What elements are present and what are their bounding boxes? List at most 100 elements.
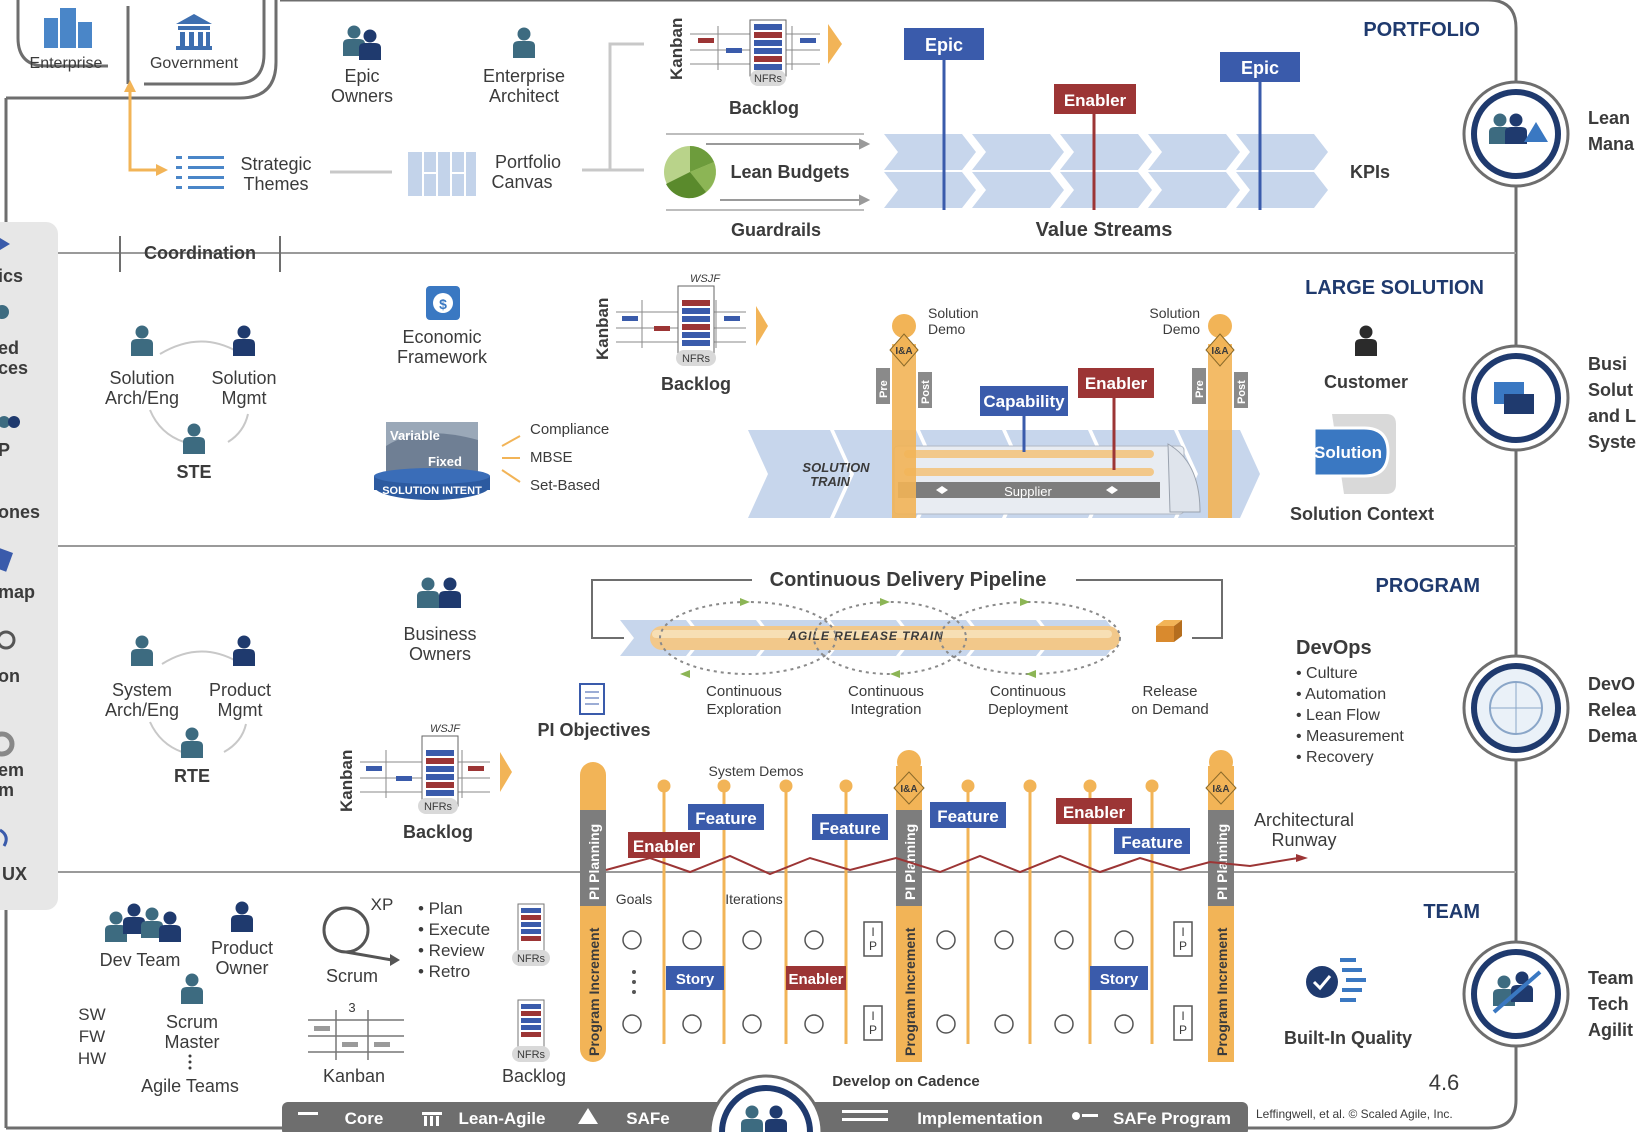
devops-items: • Culture• Automation• Lean Flow• Measur… (1296, 665, 1404, 766)
portfolio-nfrs-label: NFRs (754, 73, 783, 85)
version-label: 4.6 (1429, 1070, 1460, 1095)
solution-demo-pillar-2 (1192, 314, 1248, 518)
strategic-themes-icon (176, 156, 224, 189)
story-tag-2: Story (1100, 971, 1139, 988)
level-title-program: PROGRAM (1376, 575, 1480, 597)
scrum-master-icon (181, 973, 203, 1004)
team-kanban-label: Kanban (323, 1066, 385, 1086)
sw-label: SW (78, 1005, 105, 1024)
product-owner-icon (231, 901, 253, 932)
lean-budget-arrows (706, 138, 871, 206)
copyright-label: Leffingwell, et al. © Scaled Agile, Inc. (1256, 1107, 1453, 1121)
left-panel-text-3: ces (0, 358, 28, 378)
kpis-label: KPIs (1350, 162, 1390, 182)
solution-demo-2-pre: Pre (1194, 380, 1206, 398)
epic-tag-1-label: Epic (925, 35, 963, 55)
program-roles-arc (149, 650, 247, 753)
ls-kanban-label: Kanban (593, 298, 612, 360)
fixed-label: Fixed (428, 454, 462, 469)
solution-demo-1-post: Post (920, 380, 932, 404)
cdp-loop-arrows (680, 598, 1036, 678)
ste-icon (183, 423, 205, 454)
left-panel-text-6: map (0, 582, 35, 602)
program-enabler-tag-2: Enabler (1063, 803, 1126, 822)
program-wsjf-label: WSJF (430, 723, 461, 735)
footer-item-lean-agile: Lean-Agile (459, 1109, 546, 1128)
left-panel-text-10: UX (2, 864, 27, 884)
level-title-large-solution: LARGE SOLUTION (1305, 277, 1484, 299)
agile-teams-label: Agile Teams (141, 1076, 239, 1096)
program-feature-tag-3: Feature (937, 807, 998, 826)
solution-context-icon (1312, 414, 1396, 494)
solution-demo-2-ia: I&A (1211, 346, 1228, 357)
enterprise-icon (44, 8, 92, 48)
enabler-tag-portfolio-label: Enabler (1064, 91, 1127, 110)
architectural-runway-line (605, 854, 1299, 876)
portfolio-canvas-icon (408, 152, 476, 196)
program-kanban-board (360, 735, 512, 807)
left-panel-text-9: m (0, 780, 14, 800)
portfolio-kanban-label: Kanban (667, 18, 686, 80)
scrum-label: Scrum (326, 966, 378, 986)
competency-icon-business-solutions (1462, 344, 1570, 452)
scrum-cycle-icon (322, 906, 400, 966)
solution-arch-icon (131, 325, 153, 356)
portfolio-kanban-board (690, 19, 842, 77)
footer-item-core: Core (345, 1109, 384, 1128)
program-feature-tag-4: Feature (1121, 833, 1182, 852)
portfolio-backlog-label: Backlog (729, 98, 799, 118)
dev-team-icon (105, 903, 181, 942)
left-panel-text-5: ones (0, 502, 40, 522)
pi-planning-3: PI Planning (1214, 824, 1230, 900)
solution-demo-1-pre: Pre (878, 380, 890, 398)
solution-roles-arc (149, 340, 249, 443)
left-panel-text-1: ics (0, 266, 23, 286)
level-title-team: TEAM (1423, 901, 1480, 923)
pi-columns (580, 750, 1237, 1062)
art-label: AGILE RELEASE TRAIN (787, 629, 944, 643)
capability-tag-label: Capability (983, 392, 1065, 411)
guardrails-lines (666, 133, 864, 211)
devops-title: DevOps (1296, 637, 1372, 659)
program-nfrs-label: NFRs (424, 801, 453, 813)
built-in-quality-label: Built-In Quality (1284, 1028, 1412, 1048)
program-enabler-tag-1: Enabler (633, 837, 696, 856)
story-tag-1: Story (676, 971, 715, 988)
rte-icon (181, 727, 203, 758)
program-kanban-label: Kanban (337, 750, 356, 812)
flow-arrows-portfolio (330, 42, 644, 174)
footer-item-safe: SAFe (626, 1109, 669, 1128)
left-spanning-panel (0, 222, 58, 910)
competency-icon-devops (1462, 654, 1570, 762)
left-panel-text-4: P (0, 440, 10, 460)
epic-owners-icon (343, 25, 381, 60)
government-label: Government (150, 55, 239, 72)
solution-demo-2-post: Post (1236, 380, 1248, 404)
system-demos-label: System Demos (709, 763, 804, 779)
pi-planning-1: PI Planning (586, 824, 602, 900)
dev-team-label: Dev Team (100, 950, 181, 970)
team-backlog-label: Backlog (502, 1066, 566, 1086)
solution-context-label: Solution Context (1290, 504, 1434, 524)
competency-icon-lean-management (1462, 80, 1570, 188)
team-kanban-icon (308, 1010, 404, 1060)
footer-item-safe-program: SAFe Program (1113, 1109, 1231, 1128)
mbse-label: MBSE (530, 449, 573, 466)
ls-backlog-label: Backlog (661, 374, 731, 394)
customer-icon (1355, 325, 1377, 356)
solution-train-rails (898, 443, 1201, 513)
orange-connector-arrow (128, 90, 158, 172)
